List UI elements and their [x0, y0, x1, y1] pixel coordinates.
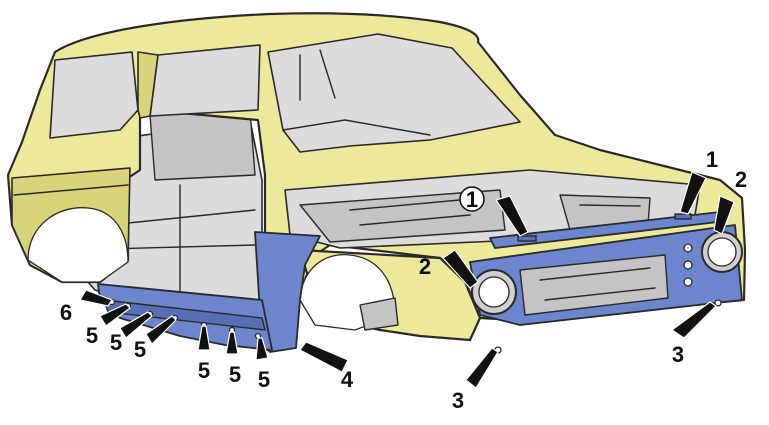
callout-arrows	[79, 171, 735, 389]
callout-5c: 5	[134, 337, 146, 362]
callout-labels: 1 1 2 2 3 3 4 5 5 5 5 5 5 6	[60, 147, 747, 413]
left-headlight-opening	[478, 276, 510, 308]
callout-5e: 5	[229, 362, 241, 387]
right-headlight-opening	[707, 237, 737, 267]
arrow-3a	[465, 347, 499, 389]
callout-1b: 1	[706, 147, 718, 172]
callout-1a: 1	[466, 187, 478, 212]
arrow-1a	[495, 195, 529, 237]
arrow-3b	[671, 301, 717, 339]
callout-2a: 2	[735, 167, 747, 192]
callout-5f: 5	[258, 367, 270, 392]
arrow-2a	[713, 195, 735, 235]
arrow-2b	[442, 249, 479, 289]
callout-6: 6	[60, 300, 72, 325]
front-fender	[298, 248, 482, 342]
arrow-6	[79, 289, 113, 307]
callout-5b: 5	[110, 330, 122, 355]
callout-4: 4	[341, 367, 354, 392]
arrow-5d	[197, 325, 211, 351]
callout-1a-badge	[459, 186, 485, 212]
arrow-1b	[679, 171, 707, 215]
arrow-5e	[225, 331, 239, 355]
engine-bay	[284, 169, 701, 249]
arrow-4	[299, 341, 349, 373]
callout-3a: 3	[452, 388, 464, 413]
arrow-5a	[99, 303, 131, 327]
callout-3b: 3	[672, 342, 684, 367]
callout-5a: 5	[86, 323, 98, 348]
callout-5d: 5	[198, 358, 210, 383]
arrow-5f	[255, 337, 269, 361]
arrow-5c	[145, 315, 177, 345]
highlighted-parts	[97, 211, 743, 354]
arrow-5b	[119, 311, 153, 339]
callout-2b: 2	[419, 254, 431, 279]
